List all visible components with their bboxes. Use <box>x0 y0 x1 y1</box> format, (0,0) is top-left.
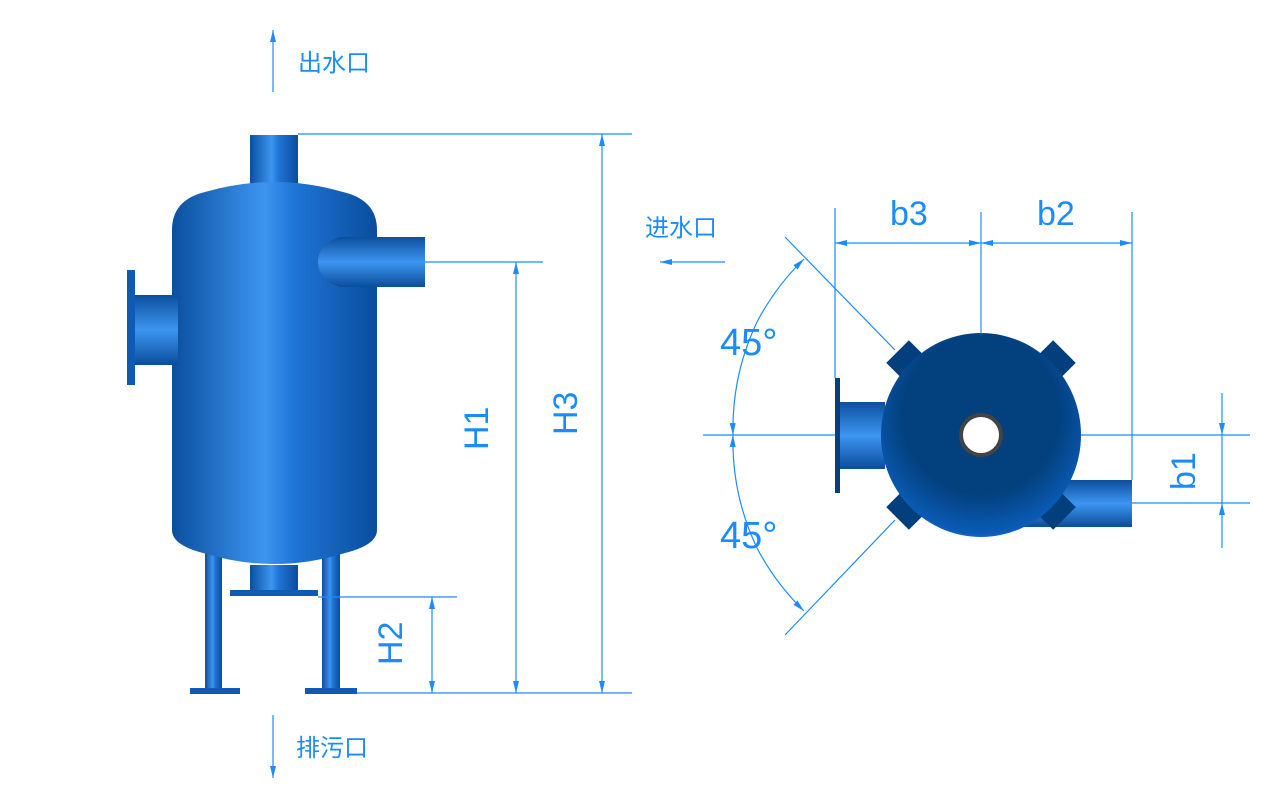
left-foot <box>190 688 240 694</box>
center-hole <box>959 413 1003 457</box>
side-flange <box>127 270 135 385</box>
front-dimensions <box>270 30 725 778</box>
side-pipe <box>135 295 178 365</box>
angle-bottom-label: 45° <box>720 515 777 557</box>
right-foot <box>305 688 357 694</box>
b3-label: b3 <box>890 195 928 233</box>
h3-label: H3 <box>547 392 585 435</box>
h2-label: H2 <box>372 622 410 665</box>
drain-pipe <box>250 565 298 592</box>
top-view <box>835 333 1132 537</box>
drain-label: 排污口 <box>296 734 368 762</box>
left-pipe-top <box>840 402 885 469</box>
outlet-label: 出水口 <box>298 49 370 77</box>
b2-label: b2 <box>1037 195 1075 233</box>
outlet-pipe <box>250 135 298 190</box>
angle-top-label: 45° <box>720 322 777 364</box>
left-leg <box>205 545 222 690</box>
drain-flange <box>230 590 318 596</box>
right-leg <box>322 545 340 690</box>
inlet-label: 进水口 <box>645 214 717 242</box>
top-dimensions <box>703 208 1250 636</box>
front-view <box>127 135 425 694</box>
h1-label: H1 <box>458 407 496 450</box>
b1-label: b1 <box>1165 452 1203 490</box>
left-flange-top <box>835 378 840 493</box>
inlet-pipe <box>318 237 425 287</box>
